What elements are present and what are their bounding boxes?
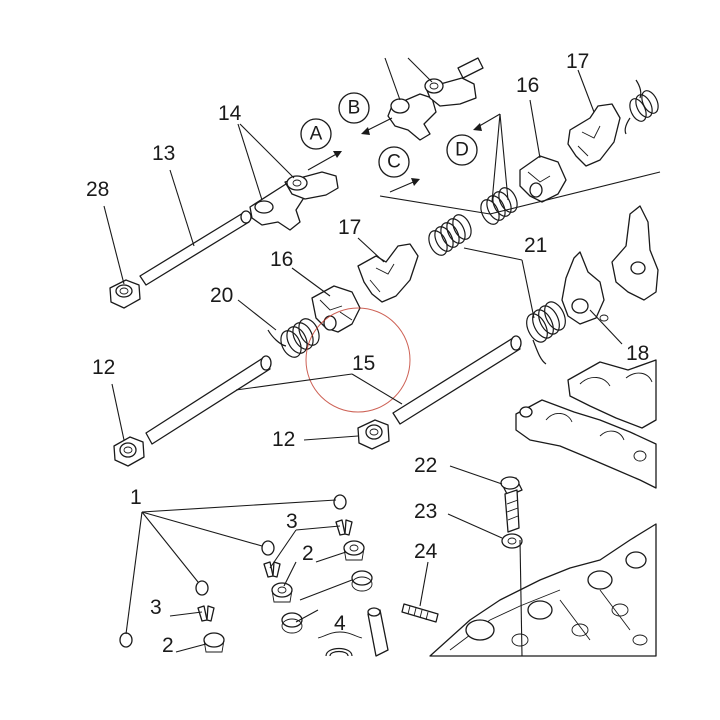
valve-retainer-2c bbox=[203, 632, 225, 653]
shaft-15-left bbox=[145, 355, 272, 445]
callout-17-right: 17 bbox=[566, 50, 589, 73]
spring-top-right bbox=[624, 79, 659, 135]
follower-17-left bbox=[357, 243, 419, 303]
callout-13: 13 bbox=[152, 142, 175, 165]
spring-20 bbox=[267, 318, 320, 358]
valve-retainer-2b bbox=[271, 582, 293, 603]
callout-1: 1 bbox=[130, 486, 142, 509]
rocker-arm-14 bbox=[249, 171, 339, 231]
callout-17-left: 17 bbox=[338, 216, 361, 239]
callout-21: 21 bbox=[524, 234, 547, 257]
bolt-22 bbox=[500, 476, 523, 533]
valve-retainer-2a bbox=[343, 540, 365, 561]
callout-16-right: 16 bbox=[516, 74, 539, 97]
callout-12-left: 12 bbox=[92, 356, 115, 379]
highlight-circle bbox=[305, 307, 411, 413]
follower-18 bbox=[561, 251, 609, 325]
cam-bearing-cap bbox=[567, 359, 657, 429]
valve-cap-1a bbox=[333, 494, 347, 510]
valve-cap-1c bbox=[195, 580, 209, 596]
view-marker-d: D bbox=[446, 113, 501, 166]
shaft-15-right bbox=[392, 335, 522, 425]
callout-2-lower: 2 bbox=[162, 634, 174, 657]
view-letter-b: B bbox=[348, 98, 361, 119]
follower-16-right bbox=[519, 155, 567, 203]
callout-3-lower: 3 bbox=[150, 596, 162, 619]
view-letter-d: D bbox=[455, 140, 469, 161]
callout-23: 23 bbox=[414, 500, 437, 523]
callout-24: 24 bbox=[414, 540, 438, 563]
callout-20: 20 bbox=[210, 284, 233, 307]
spring-d bbox=[480, 187, 518, 225]
shaft-top bbox=[457, 57, 484, 79]
callout-15: 15 bbox=[352, 352, 375, 375]
rocker-arm-b bbox=[387, 77, 477, 141]
valve-keeper-3a bbox=[335, 519, 353, 536]
callout-3-upper: 3 bbox=[286, 510, 298, 533]
view-letter-c: C bbox=[387, 152, 401, 173]
callout-22: 22 bbox=[414, 454, 437, 477]
spring-21-upper bbox=[428, 214, 472, 256]
cylinder-head bbox=[429, 523, 657, 657]
spring-21-lower bbox=[526, 301, 566, 365]
view-marker-c: C bbox=[378, 146, 420, 193]
callout-28: 28 bbox=[86, 178, 109, 201]
valve-keeper-3c bbox=[197, 605, 215, 622]
follower-17-right bbox=[567, 103, 621, 167]
valve-guide-4 bbox=[367, 607, 389, 657]
stud-24 bbox=[401, 603, 439, 623]
valve-spring-seat-b bbox=[281, 612, 303, 634]
callout-14: 14 bbox=[218, 102, 242, 125]
callout-2-upper: 2 bbox=[302, 542, 314, 565]
follower-far-right bbox=[611, 205, 659, 301]
plug-12-right bbox=[357, 419, 390, 450]
view-letter-a: A bbox=[310, 124, 323, 145]
view-marker-a: A bbox=[300, 118, 342, 171]
leader-lines bbox=[103, 57, 661, 657]
valve-spring-seat-a bbox=[351, 570, 373, 592]
camshaft-carrier bbox=[515, 399, 657, 489]
callout-4: 4 bbox=[334, 612, 346, 635]
callout-18: 18 bbox=[626, 342, 649, 365]
callout-labels: 28 13 14 16 17 20 15 12 12 21 16 17 18 2… bbox=[86, 50, 649, 657]
plug-12-left bbox=[113, 436, 145, 467]
view-marker-b: B bbox=[338, 92, 393, 135]
plug-28 bbox=[109, 279, 141, 309]
valve-keeper-3b bbox=[263, 561, 281, 578]
valve-bracket-4 bbox=[317, 631, 363, 657]
valve-cap-1b bbox=[261, 540, 275, 556]
shaft-13 bbox=[139, 210, 252, 286]
valve-cap-1d bbox=[119, 632, 133, 648]
callout-12-right: 12 bbox=[272, 428, 295, 451]
callout-16-left: 16 bbox=[270, 248, 293, 271]
washer-23 bbox=[501, 533, 523, 549]
